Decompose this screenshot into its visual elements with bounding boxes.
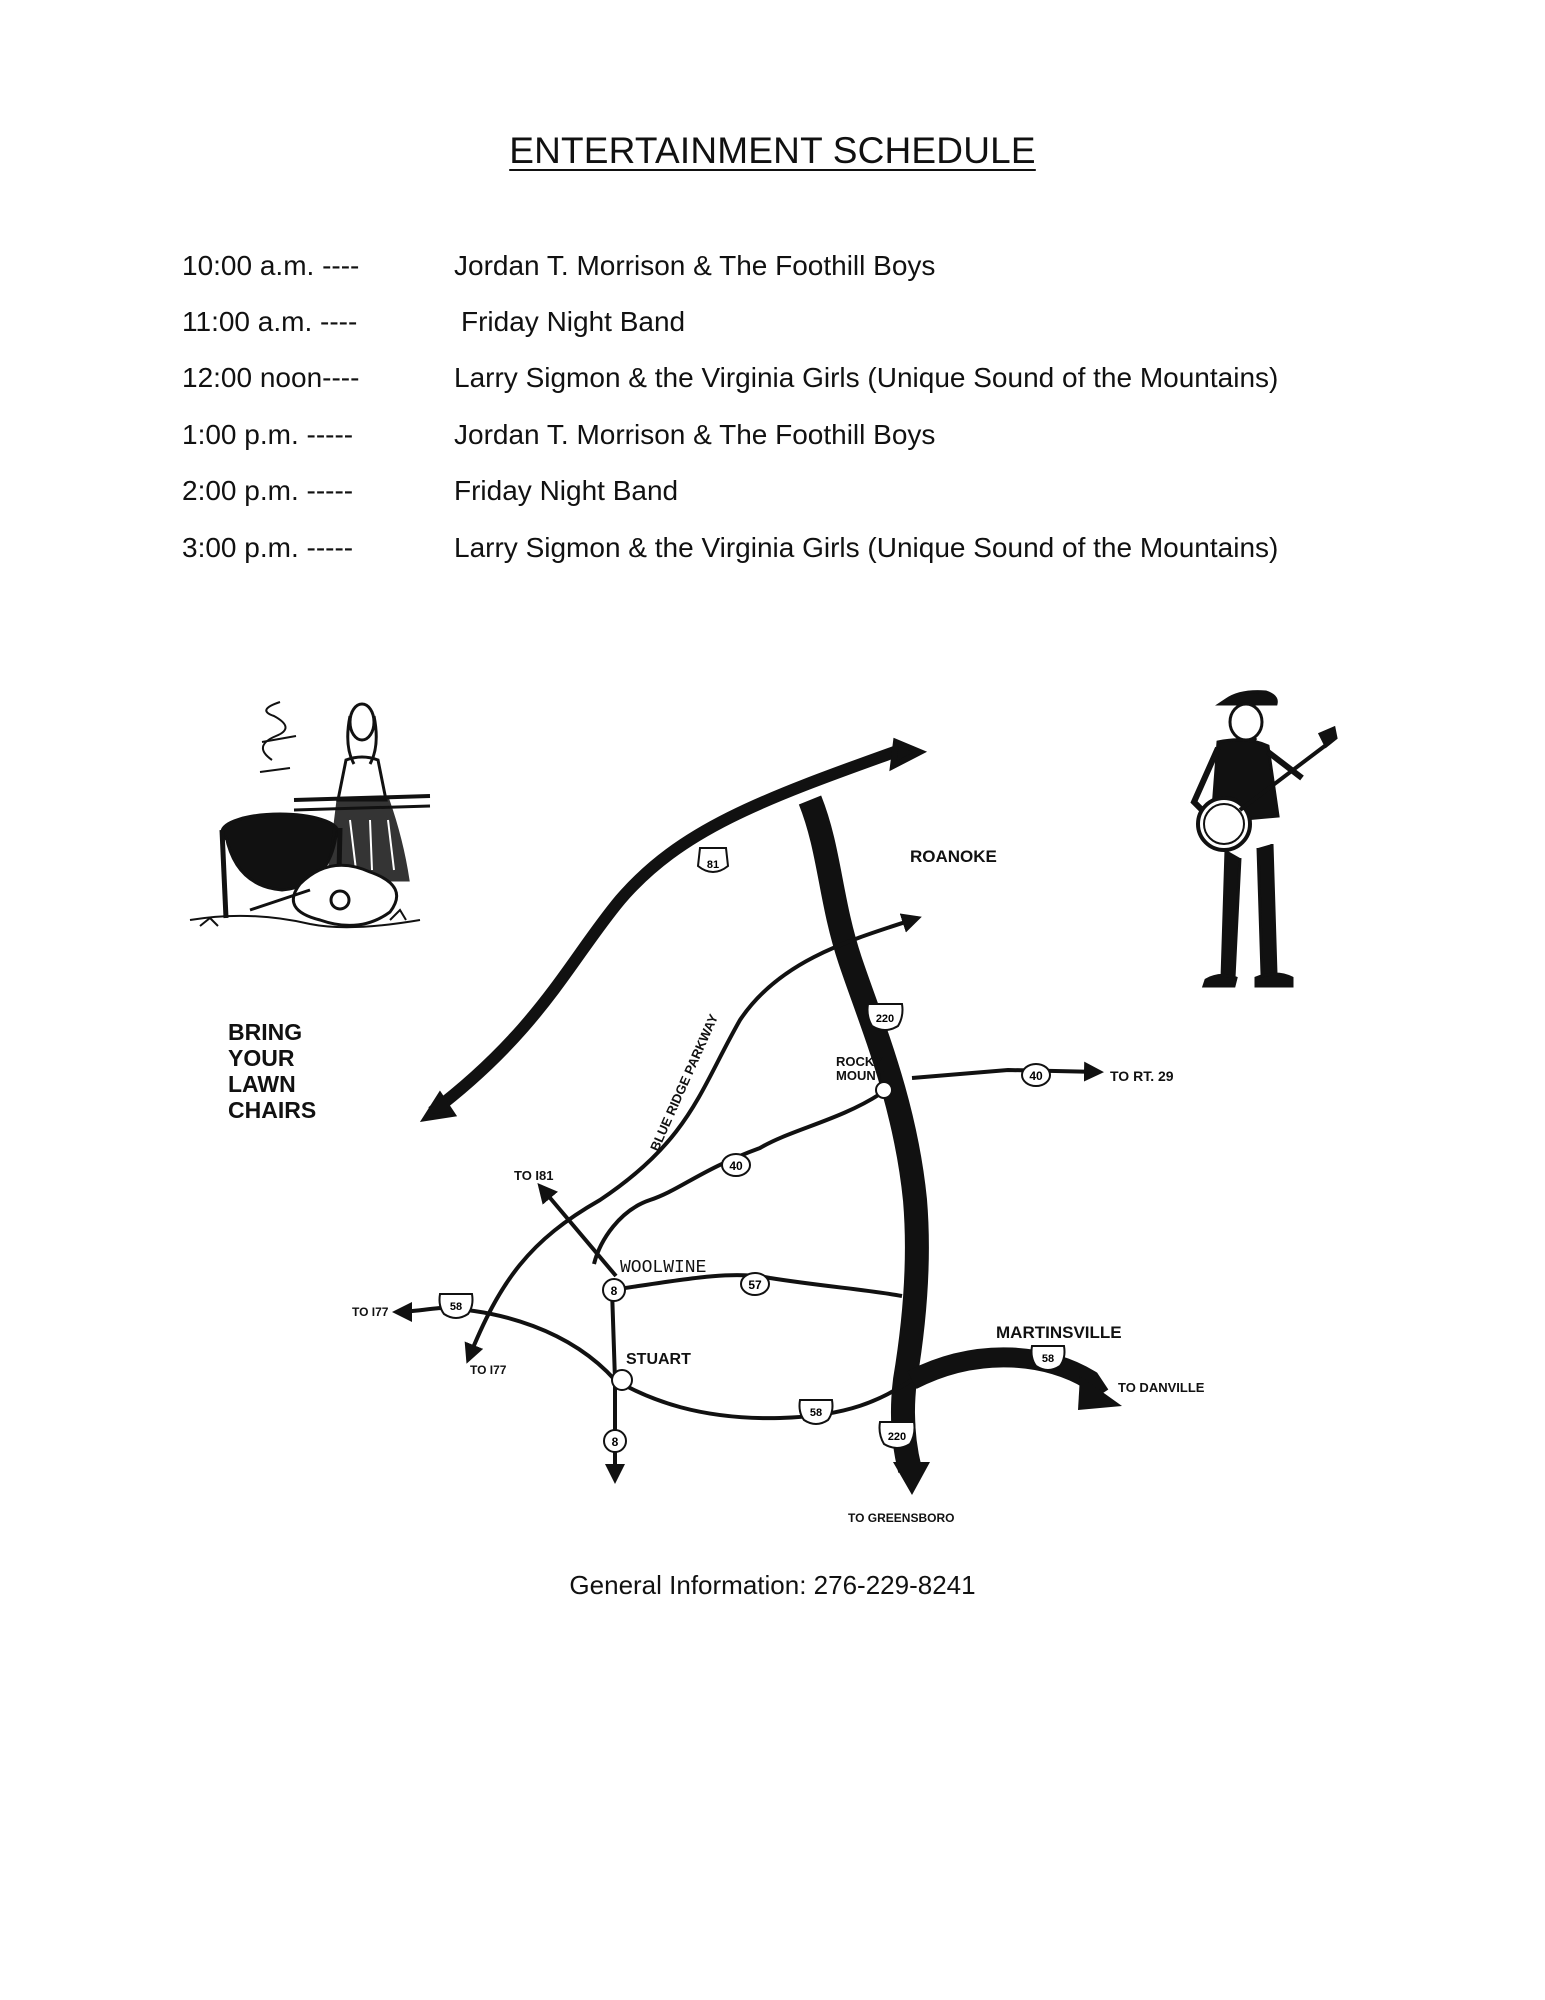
schedule-act: Friday Night Band: [461, 306, 686, 337]
town-label-martinsville: MARTINSVILLE: [996, 1323, 1122, 1342]
destination-to-i81: TO I81: [514, 1168, 554, 1183]
destination-to-danville: TO DANVILLE: [1118, 1380, 1205, 1395]
bring-chairs-line: CHAIRS: [228, 1097, 316, 1123]
schedule-row: 3:00 p.m. ----- Larry Sigmon & the Virgi…: [0, 532, 1545, 572]
svg-text:220: 220: [876, 1013, 894, 1025]
svg-text:40: 40: [1029, 1069, 1043, 1083]
town-label-rocky-mount: MOUNT: [836, 1068, 884, 1083]
svg-text:57: 57: [748, 1278, 762, 1292]
schedule-act: Larry Sigmon & the Virginia Girls (Uniqu…: [454, 532, 1279, 563]
bring-chairs-line: YOUR: [228, 1045, 295, 1071]
i81-shield: 81: [696, 847, 730, 873]
schedule-time: 10:00 a.m. ----: [182, 250, 360, 281]
svg-text:40: 40: [729, 1159, 743, 1173]
us58-shield-east: 58: [1030, 1345, 1066, 1371]
svg-text:58: 58: [810, 1407, 822, 1419]
schedule-act: Jordan T. Morrison & The Foothill Boys: [454, 250, 936, 281]
us220-shield-north: 220: [866, 1003, 904, 1031]
svg-text:8: 8: [611, 1284, 618, 1298]
schedule-act: Friday Night Band: [454, 475, 679, 506]
schedule-time: 2:00 p.m. -----: [182, 475, 354, 506]
svg-text:220: 220: [888, 1431, 906, 1443]
schedule-row: 1:00 p.m. ----- Jordan T. Morrison & The…: [0, 419, 1545, 459]
schedule-row: 11:00 a.m. ---- Friday Night Band: [0, 306, 1545, 346]
us220-shield-south: 220: [878, 1421, 916, 1449]
destination-to-greensboro: TO GREENSBORO: [848, 1511, 954, 1525]
bring-chairs-line: LAWN: [228, 1071, 296, 1097]
destination-to-i77: TO I77: [470, 1363, 507, 1377]
town-label-roanoke: ROANOKE: [910, 847, 997, 866]
schedule-time: 12:00 noon----: [182, 362, 360, 393]
svg-text:58: 58: [450, 1301, 462, 1313]
rocky-mount-marker: [875, 1081, 893, 1099]
rt8-shield-north: 8: [602, 1278, 626, 1302]
us58-shield-west: 58: [438, 1293, 474, 1319]
stuart-marker: [611, 1369, 633, 1391]
rt40-shield-west: 40: [721, 1153, 751, 1177]
town-label-stuart: STUART: [626, 1351, 691, 1368]
schedule-row: 2:00 p.m. ----- Friday Night Band: [0, 475, 1545, 515]
schedule-row: 12:00 noon---- Larry Sigmon & the Virgin…: [0, 362, 1545, 402]
schedule-time: 3:00 p.m. -----: [182, 532, 354, 563]
schedule-act: Larry Sigmon & the Virginia Girls (Uniqu…: [454, 362, 1279, 393]
banjo-player-illustration: [1190, 690, 1338, 988]
schedule-time: 1:00 p.m. -----: [182, 419, 354, 450]
page-title: ENTERTAINMENT SCHEDULE: [509, 130, 1036, 171]
parkway-label: BLUE RIDGE PARKWAY: [647, 1012, 721, 1154]
schedule-time: 11:00 a.m. ----: [182, 306, 358, 337]
town-label-woolwine: WOOLWINE: [620, 1258, 706, 1278]
destination-to-i77: TO I77: [352, 1305, 389, 1319]
schedule-row: 10:00 a.m. ---- Jordan T. Morrison & The…: [0, 250, 1545, 290]
kettle-woman-illustration: [189, 701, 431, 929]
rt57-shield: 57: [740, 1272, 770, 1296]
rt8-shield-south: 8: [603, 1429, 627, 1453]
directions-map: 81 220 220 40 40 8 8 57 58 58 58 BRI: [189, 690, 1338, 1525]
schedule-act: Jordan T. Morrison & The Foothill Boys: [454, 419, 936, 450]
rt40-shield-east: 40: [1021, 1063, 1051, 1087]
general-information: General Information: 276-229-8241: [569, 1570, 976, 1600]
svg-text:81: 81: [707, 859, 719, 871]
svg-text:58: 58: [1042, 1353, 1054, 1365]
svg-text:8: 8: [612, 1435, 619, 1449]
bring-chairs-line: BRING: [228, 1019, 302, 1045]
us58-shield-mid: 58: [798, 1399, 834, 1425]
town-label-rocky-mount: ROCKY: [836, 1054, 883, 1069]
destination-to-rt29: TO RT. 29: [1110, 1068, 1174, 1084]
